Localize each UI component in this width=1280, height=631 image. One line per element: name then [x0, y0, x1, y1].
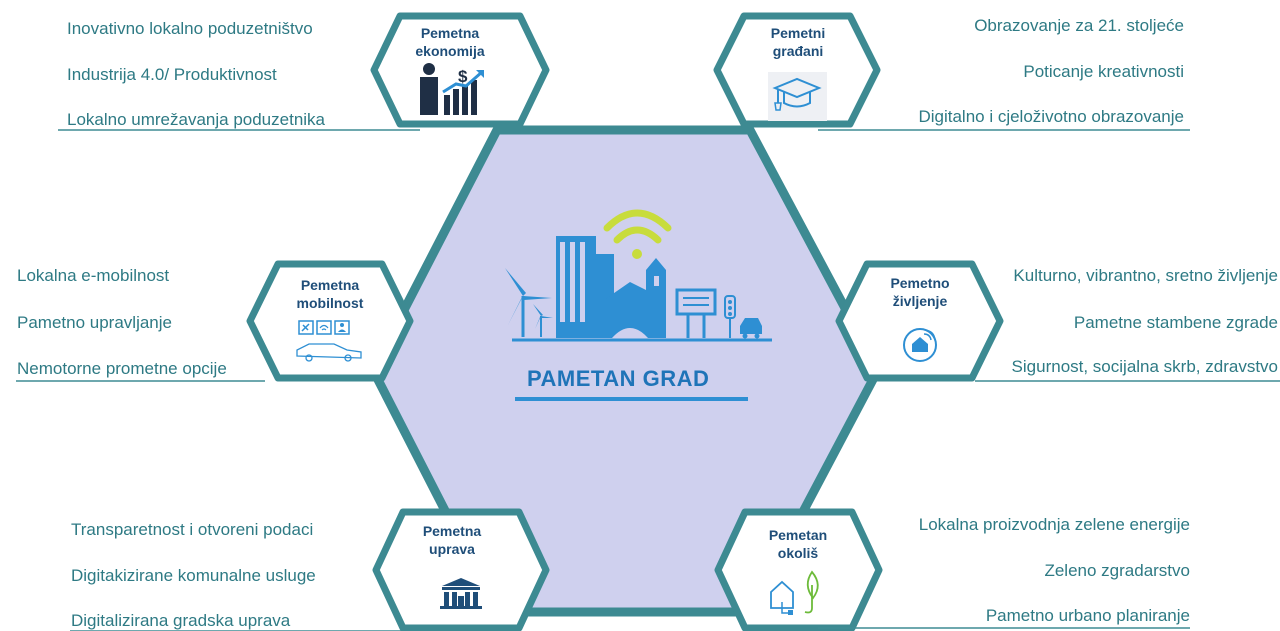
hex-living-title-line2: življenje: [892, 293, 948, 309]
green-house-plug-icon: [770, 570, 819, 615]
government-building-icon: [440, 578, 482, 609]
living-item-2: Pametne stambene zgrade: [1073, 313, 1278, 332]
mobility-item-3: Nemotorne prometne opcije: [17, 359, 227, 378]
hex-citizens-title: Pemetni građani: [753, 24, 843, 60]
governance-item-1: Transparetnost i otvoreni podaci: [71, 520, 314, 539]
hex-economy-title-line1: Pemetna: [420, 25, 480, 41]
hex-mobility-title: Pemetna mobilnost: [280, 276, 380, 312]
hex-citizens-title-line1: Pemetni: [770, 25, 826, 41]
citizens-item-1: Obrazovanje za 21. stoljeće: [974, 16, 1184, 35]
hex-economy: [370, 12, 550, 128]
hex-environment-title-line1: Pemetan: [768, 527, 828, 543]
environment-item-1: Lokalna proizvodnja zelene energije: [918, 515, 1190, 534]
electric-car-icon: [296, 320, 362, 362]
governance-item-3: Digitalizirana gradska uprava: [71, 611, 291, 630]
citizens-item-3: Digitalno i cjeloživotno obrazovanje: [918, 107, 1184, 126]
mobility-item-2: Pametno upravljanje: [17, 313, 172, 332]
environment-item-2: Zeleno zgradarstvo: [1044, 561, 1190, 580]
hex-mobility-title-line2: mobilnost: [296, 295, 364, 311]
smart-home-icon: [903, 328, 937, 362]
svg-text:$: $: [458, 67, 468, 86]
economy-item-3: Lokalno umrežavanja poduzetnika: [67, 110, 326, 129]
hex-governance-title: Pemetna uprava: [400, 522, 504, 558]
hex-living-title-line1: Pemetno: [890, 275, 950, 291]
center-title: PAMETAN GRAD: [527, 366, 710, 391]
business-growth-icon: $: [420, 63, 484, 115]
living-item-3: Sigurnost, socijalna skrb, zdravstvo: [1011, 357, 1278, 376]
city-skyline-icon: [505, 209, 772, 342]
hex-citizens-title-line2: građani: [772, 43, 824, 59]
hex-environment-title-line2: okoliš: [777, 545, 819, 561]
hex-mobility-title-line1: Pemetna: [300, 277, 360, 293]
hex-citizens: [713, 12, 881, 128]
hex-environment-title: Pemetan okoliš: [748, 526, 848, 562]
hex-living: [835, 260, 1004, 382]
economy-item-1: Inovativno lokalno poduzetništvo: [67, 19, 313, 38]
mobility-item-1: Lokalna e-mobilnost: [17, 266, 170, 285]
hex-governance-title-line2: uprava: [429, 541, 475, 557]
governance-item-2: Digitakizirane komunalne usluge: [71, 566, 316, 585]
environment-item-3: Pametno urbano planiranje: [985, 606, 1190, 625]
hex-living-title: Pemetno življenje: [870, 274, 970, 310]
living-item-1: Kulturno, vibrantno, sretno življenje: [1013, 266, 1278, 285]
hex-governance: [372, 508, 550, 631]
hex-economy-title: Pemetna ekonomija: [400, 24, 500, 60]
graduation-cap-icon: [768, 72, 827, 121]
economy-item-2: Industrija 4.0/ Produktivnost: [67, 65, 277, 84]
hex-economy-title-line2: ekonomija: [415, 43, 485, 59]
citizens-item-2: Poticanje kreativnosti: [1023, 62, 1184, 81]
hex-governance-title-line1: Pemetna: [422, 523, 482, 539]
